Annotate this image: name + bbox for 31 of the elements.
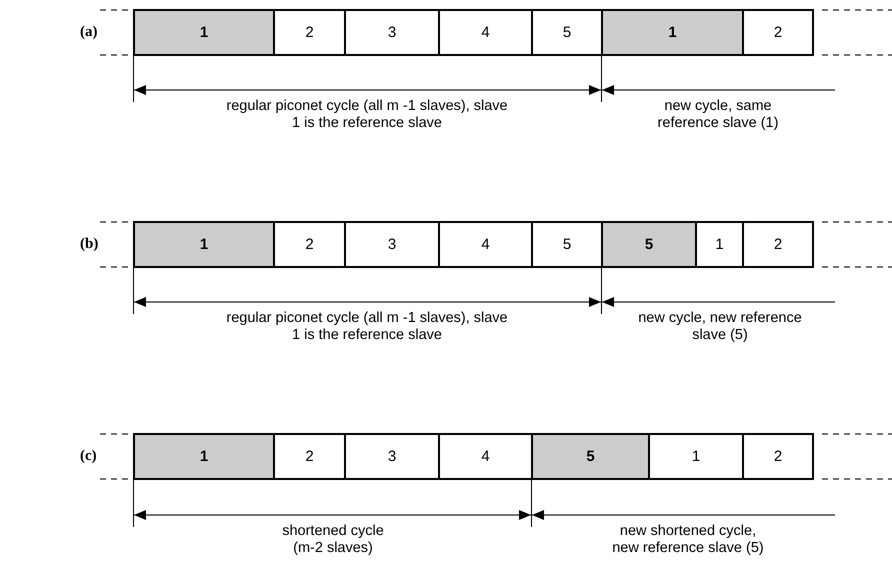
time-slot: 2 [742,433,814,480]
panel-label: (c) [80,448,97,465]
panel-label: (a) [80,24,98,41]
cycle-label: new cycle, new reference slave (5) [637,310,803,344]
time-slot: 4 [438,433,533,480]
reference-slot: 1 [133,9,275,56]
panel-label: (b) [80,236,98,253]
cycle-label: new cycle, same reference slave (1) [656,98,780,132]
reference-slot: 5 [531,433,650,480]
time-slot: 2 [742,221,814,268]
time-slot: 2 [273,9,346,56]
time-slot: 5 [531,221,603,268]
reference-slot: 5 [601,221,697,268]
time-slot: 2 [273,433,346,480]
cycle-label: shortened cycle (m-2 slaves) [281,523,385,557]
time-slot: 4 [438,221,533,268]
time-slot: 1 [695,221,744,268]
reference-slot: 1 [133,221,275,268]
time-slot: 1 [648,433,744,480]
time-slot: 3 [344,433,440,480]
cycle-label: regular piconet cycle (all m -1 slaves), slave 1 is the reference slave [225,98,509,132]
cycle-label: new shortened cycle, new reference slave (5) [611,523,765,557]
reference-slot: 1 [133,433,275,480]
time-slot: 2 [742,9,814,56]
time-slot: 5 [531,9,603,56]
reference-slot: 1 [601,9,744,56]
cycle-label: regular piconet cycle (all m -1 slaves), slave 1 is the reference slave [225,310,509,344]
time-slot: 3 [344,9,440,56]
time-slot: 3 [344,221,440,268]
time-slot: 2 [273,221,346,268]
time-slot: 4 [438,9,533,56]
